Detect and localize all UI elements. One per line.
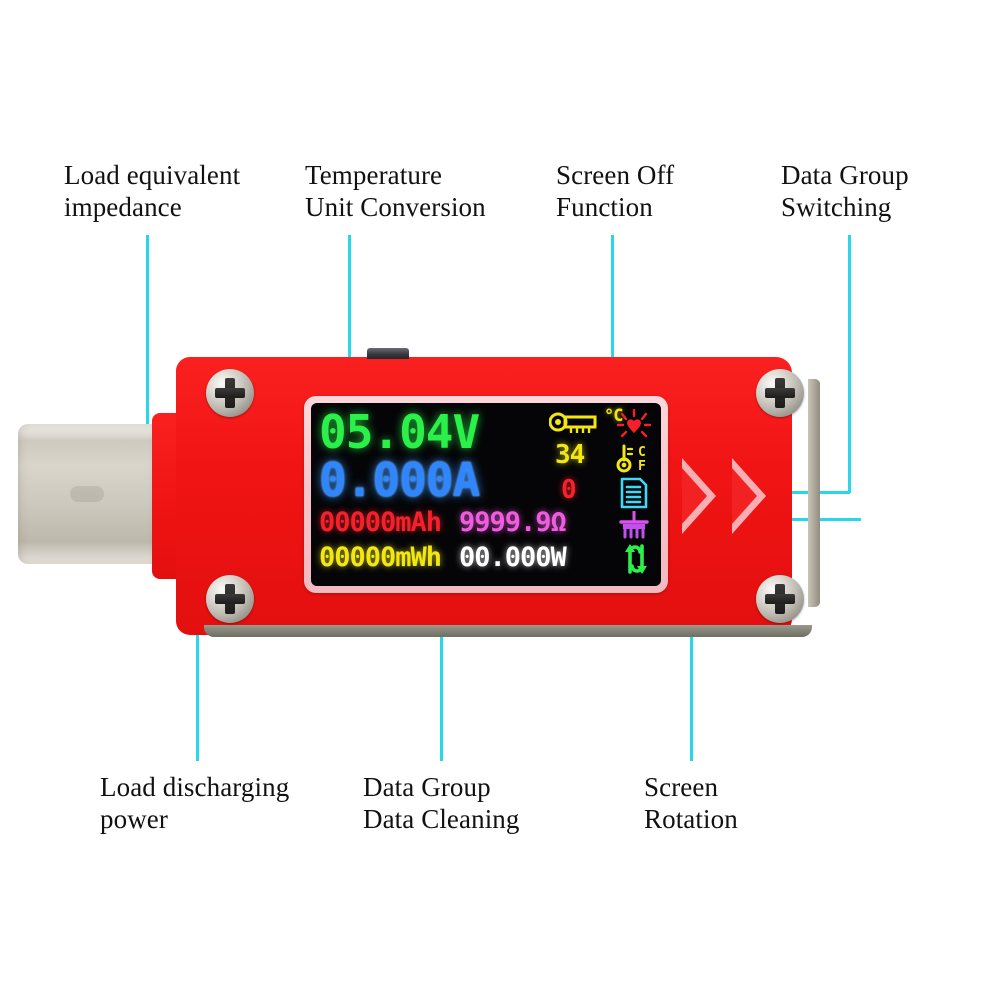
device-body: 05.04V 0.000A 00000mAh 00000mWh 9999.9Ω … bbox=[152, 348, 820, 637]
current-reading: 0.000A bbox=[319, 453, 480, 507]
data-cleaning-broom-icon[interactable] bbox=[617, 511, 651, 539]
device-body-neck bbox=[152, 413, 192, 579]
leader-line-impedance-tip bbox=[461, 518, 861, 521]
cf-label-f: F bbox=[638, 459, 646, 473]
power-reading: 00.000W bbox=[459, 542, 567, 573]
brightness-screen-off-icon[interactable] bbox=[617, 409, 651, 441]
chevron-arrow-2-notch bbox=[732, 468, 757, 524]
leader-line-impedance-horizontal bbox=[146, 513, 463, 516]
lcd-screen: 05.04V 0.000A 00000mAh 00000mWh 9999.9Ω … bbox=[311, 403, 661, 586]
leader-line-temperature-vertical bbox=[348, 235, 351, 460]
energy-mwh-reading: 00000mWh bbox=[319, 542, 442, 573]
chevron-arrow-1 bbox=[682, 458, 716, 534]
device-body-main: 05.04V 0.000A 00000mAh 00000mWh 9999.9Ω … bbox=[176, 348, 820, 637]
screw-top-left bbox=[206, 369, 254, 417]
callout-load-discharging-power: Load discharging power bbox=[100, 772, 290, 834]
leader-line-rotation-horizontal bbox=[628, 551, 693, 554]
callout-load-equivalent-impedance: Load equivalent impedance bbox=[64, 160, 241, 222]
callout-screen-rotation: Screen Rotation bbox=[644, 772, 738, 834]
data-group-number: 0 bbox=[561, 475, 577, 505]
usb-c-connector bbox=[18, 424, 158, 564]
callout-data-group-switching: Data Group Switching bbox=[781, 160, 909, 222]
screw-top-right bbox=[756, 369, 804, 417]
screw-bottom-left bbox=[206, 575, 254, 623]
leader-line-discharging-horizontal bbox=[196, 551, 396, 554]
leader-line-data-group-horizontal bbox=[628, 491, 850, 494]
leader-line-data-group-vertical bbox=[848, 235, 851, 493]
leader-line-discharging-vertical bbox=[196, 551, 199, 761]
cf-label-c: C bbox=[638, 445, 646, 460]
leader-line-impedance-vertical bbox=[146, 235, 149, 513]
voltage-reading: 05.04V bbox=[319, 405, 480, 459]
capacity-mah-reading: 00000mAh bbox=[319, 507, 442, 538]
temperature-value: 34 bbox=[555, 440, 585, 470]
chevron-arrow-1-notch bbox=[682, 468, 707, 524]
callout-temperature-unit-conversion: Temperature Unit Conversion bbox=[305, 160, 486, 222]
leader-line-temperature-horizontal bbox=[348, 457, 613, 460]
resistance-reading: 9999.9Ω bbox=[459, 507, 567, 538]
screw-bottom-right bbox=[756, 575, 804, 623]
thermometer-horizontal-icon bbox=[549, 412, 597, 433]
callout-screen-off-function: Screen Off Function bbox=[556, 160, 675, 222]
temperature-unit-cf-icon[interactable]: C F bbox=[615, 443, 653, 473]
pcb-edge bbox=[204, 625, 812, 637]
mode-button[interactable] bbox=[367, 348, 409, 359]
leader-line-screen-off-vertical bbox=[611, 235, 614, 430]
screen-rotation-icon[interactable] bbox=[621, 543, 651, 575]
leader-line-rotation-vertical bbox=[690, 551, 693, 761]
leader-line-cleaning-vertical bbox=[440, 520, 443, 761]
chevron-arrow-2 bbox=[732, 458, 766, 534]
callout-data-group-data-cleaning: Data Group Data Cleaning bbox=[363, 772, 520, 834]
